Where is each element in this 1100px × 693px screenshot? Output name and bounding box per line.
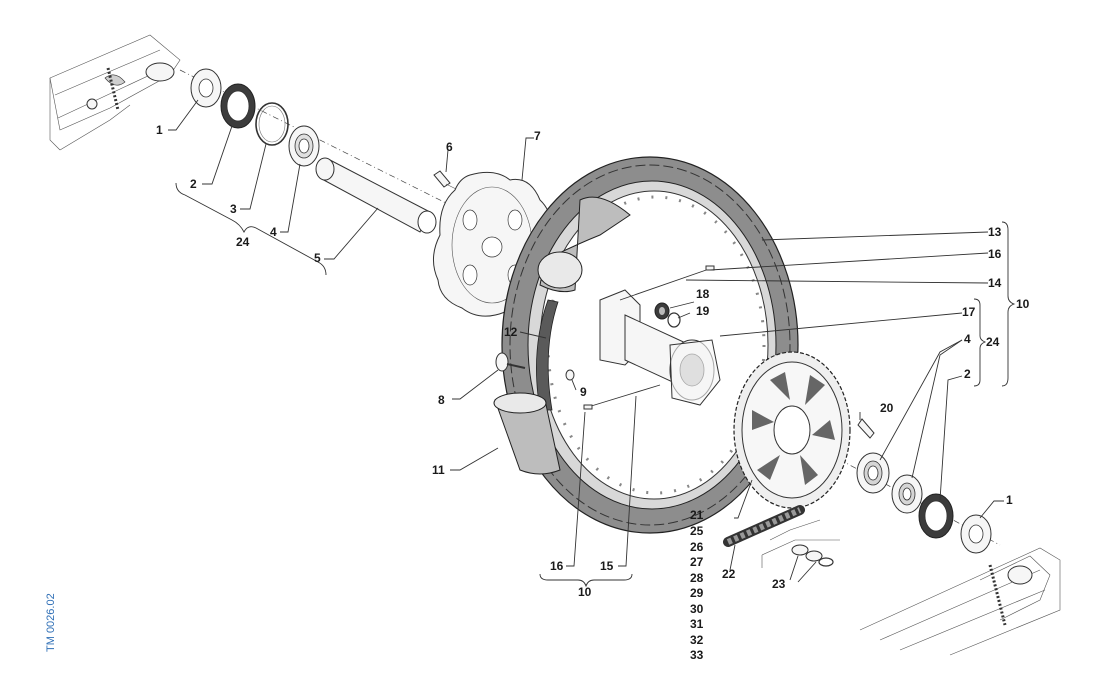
sprocket-stack-29: 29 <box>690 586 704 600</box>
sprocket-stack-25: 25 <box>690 524 704 538</box>
right-bearing-4a <box>856 452 890 494</box>
callout-labels: 1 2 3 4 24 5 6 7 12 8 9 11 13 16 14 10 1… <box>45 123 1030 662</box>
sprocket-stack-33: 33 <box>690 648 704 662</box>
sprocket-stack-31: 31 <box>690 617 704 631</box>
wheel-hub <box>599 289 721 406</box>
chain-link-23 <box>761 539 840 568</box>
callout-17: 17 <box>962 305 976 319</box>
drive-chain-22 <box>723 505 821 547</box>
left-bearing-4 <box>288 125 320 167</box>
left-circlip-3 <box>255 102 289 146</box>
spoke-15 <box>587 384 661 408</box>
right-swingarm <box>859 547 1061 656</box>
callout-5: 5 <box>314 251 321 265</box>
rim-band-12 <box>536 299 559 411</box>
callout-1: 1 <box>156 123 163 137</box>
washer-19 <box>667 312 681 328</box>
callout-24: 24 <box>236 235 250 249</box>
spacer-tube-5 <box>315 157 437 234</box>
hub-nut-18 <box>654 302 670 320</box>
document-id: TM 0026.02 <box>45 593 57 652</box>
callout-16-bottom: 16 <box>550 559 564 573</box>
callout-7: 7 <box>534 129 541 143</box>
left-seal-2 <box>220 83 256 129</box>
callout-16: 16 <box>988 247 1002 261</box>
callout-2: 2 <box>190 177 197 191</box>
spoke-14 <box>619 267 713 301</box>
callout-18: 18 <box>696 287 710 301</box>
nipple-16-bottom <box>583 404 593 410</box>
sprocket-stack-26: 26 <box>690 540 704 554</box>
callout-20: 20 <box>880 401 894 415</box>
callout-19: 19 <box>696 304 710 318</box>
brace-10-right <box>1001 221 1016 387</box>
callout-22: 22 <box>722 567 736 581</box>
callout-9: 9 <box>580 385 587 399</box>
rear-sprocket <box>733 351 851 509</box>
callout-24-right: 24 <box>986 335 1000 349</box>
callout-13: 13 <box>988 225 1002 239</box>
sprocket-stack-28: 28 <box>690 571 704 585</box>
callout-10-bottom: 10 <box>578 585 592 599</box>
right-seal-2 <box>918 493 954 539</box>
callout-4: 4 <box>270 225 277 239</box>
callout-12: 12 <box>504 325 518 339</box>
sprocket-stack-27: 27 <box>690 555 704 569</box>
right-bearing-4b <box>891 474 923 514</box>
callout-10: 10 <box>1016 297 1030 311</box>
callout-8: 8 <box>438 393 445 407</box>
sprocket-stack-21: 21 <box>690 508 704 522</box>
valve-nut-9 <box>565 369 575 381</box>
callout-14: 14 <box>988 276 1002 290</box>
sprocket-bolt-20 <box>857 418 875 439</box>
callout-1-right: 1 <box>1006 493 1013 507</box>
left-spacer-1 <box>190 68 222 108</box>
brace-10-bottom <box>539 573 633 588</box>
callout-23: 23 <box>772 577 786 591</box>
sprocket-stack-32: 32 <box>690 633 704 647</box>
inner-tube-11 <box>493 196 631 475</box>
left-swingarm <box>49 34 181 151</box>
brace-24-right <box>973 298 987 387</box>
callout-6: 6 <box>446 140 453 154</box>
leader-lines <box>168 99 1004 583</box>
callout-15: 15 <box>600 559 614 573</box>
sprocket-stack-30: 30 <box>690 602 704 616</box>
valve-8 <box>495 352 526 372</box>
callout-11: 11 <box>432 463 445 477</box>
callout-4-right: 4 <box>964 332 971 346</box>
right-spacer-1 <box>960 514 992 554</box>
brace-24-left <box>175 182 327 276</box>
callout-3: 3 <box>230 202 237 216</box>
callout-2-right: 2 <box>964 367 971 381</box>
